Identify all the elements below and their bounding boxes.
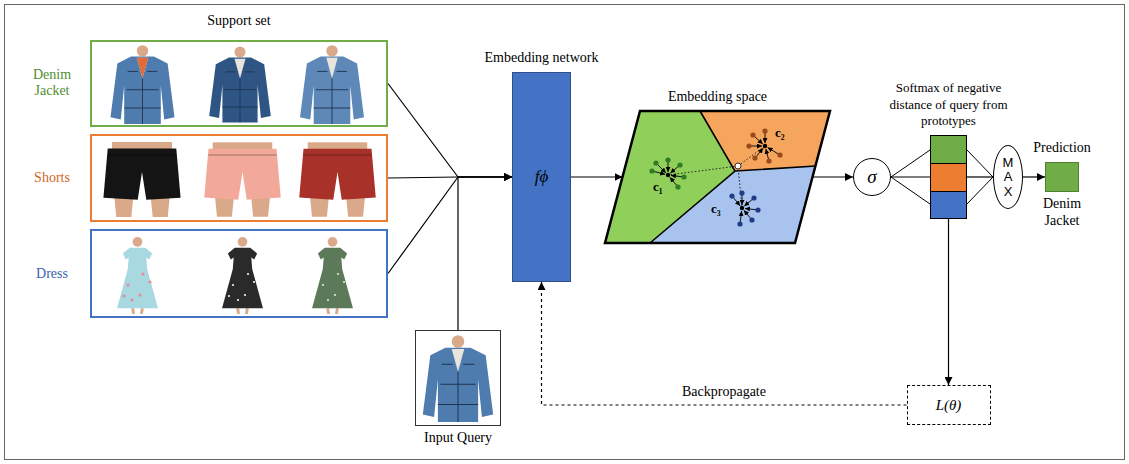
softmax-heading: Softmax of negative distance of query fr… xyxy=(874,80,1024,129)
connector-arrow xyxy=(542,282,907,405)
prototype-label: c₃ xyxy=(711,201,721,217)
sigma-circle: σ xyxy=(853,158,891,196)
dress-photos xyxy=(117,237,353,314)
softmax-stack: Softmax of negative distance of query fr… xyxy=(930,135,967,219)
support-class-box: Denim Jacket xyxy=(90,40,388,127)
figure-frame xyxy=(5,5,1125,460)
connector-arrow xyxy=(388,177,512,274)
softmax-cell xyxy=(931,136,966,163)
softmax-cell xyxy=(931,191,966,218)
max-operator: MAX xyxy=(1002,156,1015,199)
query-photo xyxy=(423,335,493,422)
space-heading: Embedding space xyxy=(668,89,767,106)
prediction-heading: Prediction xyxy=(1033,140,1091,157)
loss-box: L(θ) xyxy=(907,385,991,425)
connector-arrow xyxy=(813,176,854,177)
query-label: Input Query xyxy=(424,430,492,447)
query-image-box: Input Query xyxy=(415,330,501,426)
jacket-photos xyxy=(111,45,365,124)
class-label: Dress xyxy=(20,265,84,282)
sigma-symbol: σ xyxy=(867,166,876,189)
max-ellipse: MAX xyxy=(993,145,1023,209)
connector-arrow xyxy=(388,84,512,178)
loss-symbol: L(θ) xyxy=(936,396,962,414)
shorts-photos xyxy=(103,142,375,217)
connector-arrow xyxy=(948,219,949,385)
softmax-cell xyxy=(931,163,966,190)
embedding-network-box: Embedding networkfϕ xyxy=(512,72,571,282)
class-label: Denim Jacket xyxy=(20,67,84,101)
support-class-box: Dress xyxy=(90,229,388,318)
prediction-class: Denim Jacket xyxy=(1030,196,1094,230)
support-class-box: Shorts xyxy=(90,134,388,222)
connector-arrow xyxy=(891,176,930,177)
prototype-label: c₂ xyxy=(775,125,785,141)
embedding-space: Embedding spacec₁c₂c₃ xyxy=(605,111,830,243)
connector-arrow xyxy=(571,176,623,177)
prediction-square: PredictionDenim Jacket xyxy=(1045,162,1079,192)
prototype-label: c₁ xyxy=(653,179,663,195)
function-symbol: fϕ xyxy=(535,167,549,187)
edge-label: Backpropagate xyxy=(680,384,768,401)
connector-arrow xyxy=(1023,176,1045,177)
group-heading: Support set xyxy=(90,13,388,30)
embedding-space-shape xyxy=(605,111,830,243)
network-heading: Embedding network xyxy=(485,50,599,67)
class-label: Shorts xyxy=(20,170,84,187)
connector-arrow xyxy=(458,177,512,330)
connector-arrow xyxy=(967,176,993,177)
